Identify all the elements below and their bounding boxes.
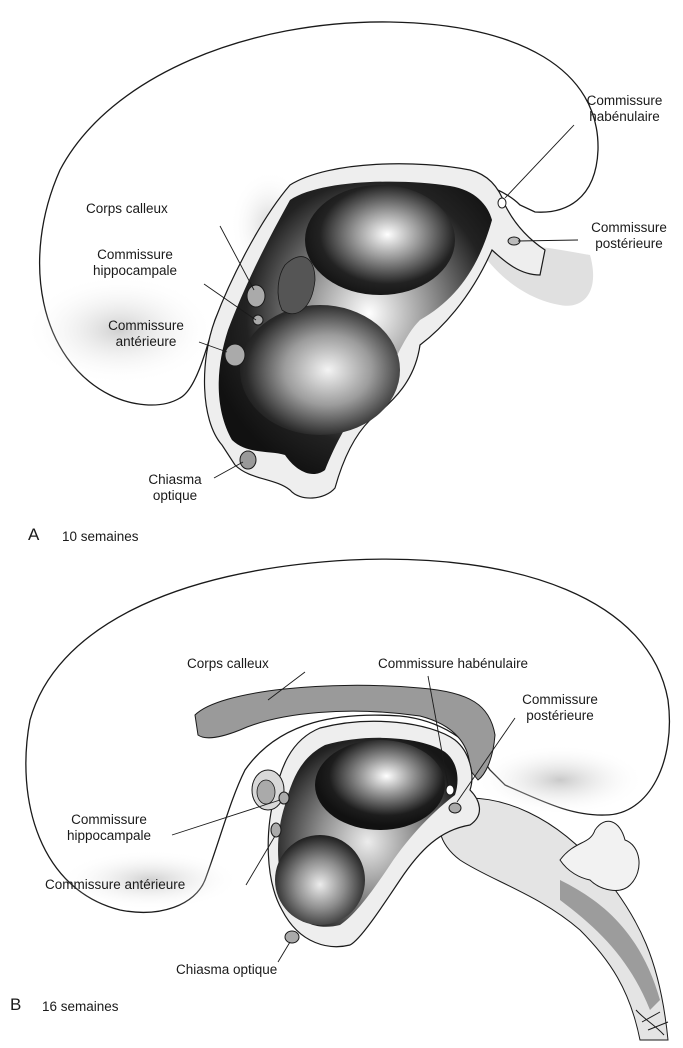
- label-line: Commissure: [575, 220, 683, 236]
- label-line: Commissure: [96, 318, 196, 334]
- commissure-anterieure-a-marker: [225, 344, 245, 366]
- label-line: Commissure: [66, 247, 204, 263]
- label-text: Commissure habénulaire: [378, 656, 528, 671]
- label-line: antérieure: [96, 334, 196, 350]
- label-commissure-anterieure-b: Commissure antérieure: [45, 877, 185, 893]
- commissure-hippocampale-a-marker: [253, 315, 263, 325]
- commissure-anterieure-b-marker: [271, 823, 281, 837]
- label-commissure-habenulaire-b: Commissure habénulaire: [378, 656, 528, 672]
- panel-b-caption: 16 semaines: [42, 999, 119, 1015]
- commissure-habenulaire-b-marker: [446, 785, 454, 795]
- label-commissure-posterieure-b: Commissure postérieure: [510, 692, 610, 724]
- chiasma-optique-b-marker: [285, 931, 299, 943]
- label-commissure-hippocampale-a: Commissure hippocampale: [66, 247, 204, 279]
- label-line: Chiasma: [135, 472, 215, 488]
- label-text: Chiasma optique: [176, 962, 277, 977]
- label-text: Commissure antérieure: [45, 877, 185, 892]
- label-line: hippocampale: [66, 263, 204, 279]
- label-line: Commissure: [566, 93, 683, 109]
- label-chiasma-optique-b: Chiasma optique: [176, 962, 277, 978]
- label-commissure-posterieure-a: Commissure postérieure: [575, 220, 683, 252]
- panel-b-drawing: [26, 559, 670, 1040]
- label-chiasma-optique-a: Chiasma optique: [135, 472, 215, 504]
- commissure-hippocampale-b-marker: [279, 792, 289, 804]
- chiasma-optique-a-marker: [240, 451, 256, 469]
- panel-a-letter: A: [28, 527, 39, 543]
- panel-a-caption: 10 semaines: [62, 529, 139, 545]
- label-commissure-hippocampale-b: Commissure hippocampale: [44, 812, 174, 844]
- label-line: hippocampale: [44, 828, 174, 844]
- corps-calleux-a-marker: [247, 285, 265, 307]
- label-text: Corps calleux: [86, 201, 168, 216]
- label-corps-calleux-b: Corps calleux: [187, 656, 269, 672]
- label-commissure-anterieure-a: Commissure antérieure: [96, 318, 196, 350]
- label-line: habénulaire: [566, 109, 683, 125]
- commissure-posterieure-b-marker: [449, 803, 461, 813]
- label-line: Commissure: [44, 812, 174, 828]
- label-line: postérieure: [575, 236, 683, 252]
- label-corps-calleux-a: Corps calleux: [86, 201, 168, 217]
- commissure-habenulaire-a-marker: [498, 198, 506, 208]
- label-commissure-habenulaire-a: Commissure habénulaire: [566, 93, 683, 125]
- label-text: Corps calleux: [187, 656, 269, 671]
- label-line: optique: [135, 488, 215, 504]
- panel-b-letter: B: [10, 997, 21, 1013]
- label-line: Commissure: [510, 692, 610, 708]
- label-line: postérieure: [510, 708, 610, 724]
